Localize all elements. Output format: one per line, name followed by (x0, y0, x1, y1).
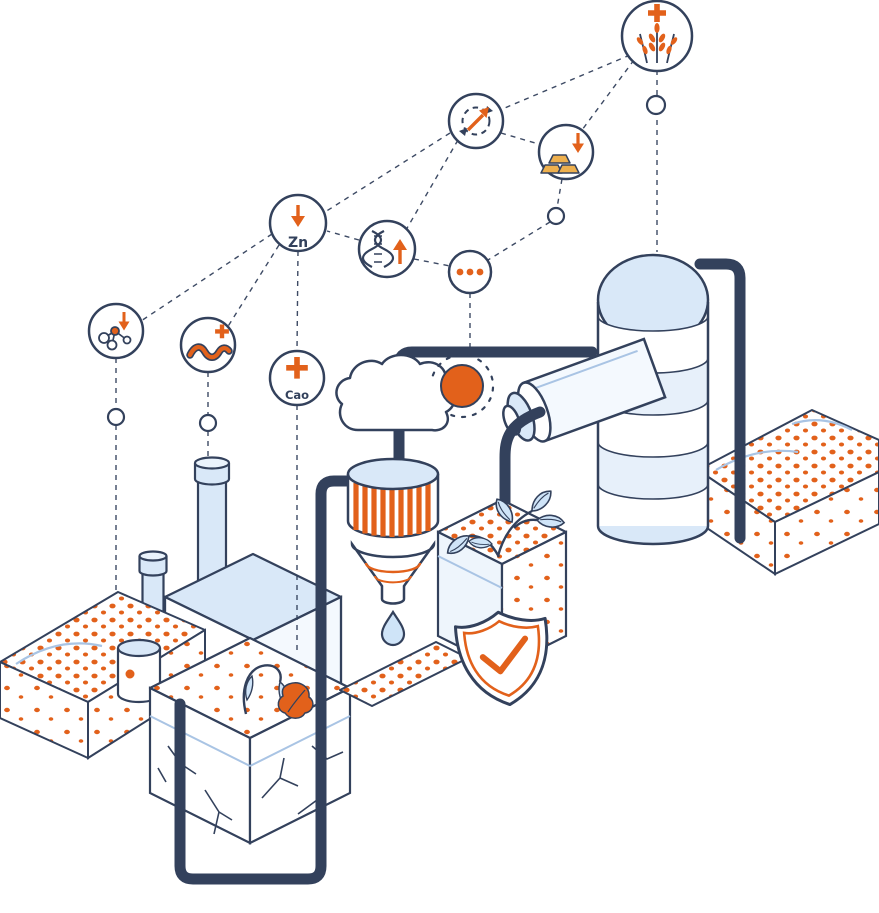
middle-soil-patch (339, 641, 469, 707)
wheat-icon (636, 23, 678, 64)
node-dot (546, 206, 566, 226)
badge-more (447, 249, 493, 295)
molecule-icon (98, 326, 132, 351)
arrow-down-icon (572, 133, 584, 153)
calcium-label: Cao (285, 388, 309, 402)
arrow-down-icon (118, 312, 130, 331)
arrow-down-icon (291, 205, 305, 227)
funnel-stripes (353, 483, 431, 537)
water-drop (380, 609, 406, 647)
ellipsis-icon (456, 268, 484, 276)
tank-outlet-pipe (694, 258, 746, 544)
badge-calcium: Cao (268, 349, 326, 407)
badge-wheat-increase (620, 0, 694, 73)
transfer-cylinder (502, 337, 667, 443)
badge-dna-growth (357, 219, 417, 279)
plus-icon (286, 357, 308, 379)
zinc-label: Zn (288, 235, 308, 251)
badge-minerals-deposit (537, 123, 595, 181)
node-dot (106, 407, 126, 427)
node-dot (645, 94, 667, 116)
gold-ingots-icon (540, 154, 580, 174)
badge-zinc: Zn (268, 193, 328, 253)
network-nodes (106, 94, 667, 433)
worm-icon (186, 343, 233, 361)
plus-icon (215, 324, 229, 339)
dried-leaf (277, 682, 314, 719)
plant-sprout (442, 487, 566, 558)
check-icon (479, 635, 529, 675)
sun-icon (431, 353, 495, 419)
badge-worm (179, 316, 237, 374)
badge-molecule (87, 302, 145, 360)
arrow-up-icon (393, 239, 407, 264)
plus-icon (648, 4, 666, 22)
wilted-plant (242, 664, 314, 719)
right-soil-strip (697, 409, 879, 576)
funnel-dispenser (346, 457, 440, 647)
arrow-up-icon (466, 107, 489, 132)
node-dot (198, 413, 218, 433)
dna-icon (361, 230, 395, 268)
shield-check-icon (453, 610, 549, 707)
soil-cracks (261, 745, 344, 815)
feed-pipe (499, 406, 546, 521)
cloud-icon (335, 353, 457, 432)
leaf-icon (526, 487, 557, 515)
silo-dot (125, 669, 135, 679)
badge-nutrient-cycle (447, 92, 505, 150)
